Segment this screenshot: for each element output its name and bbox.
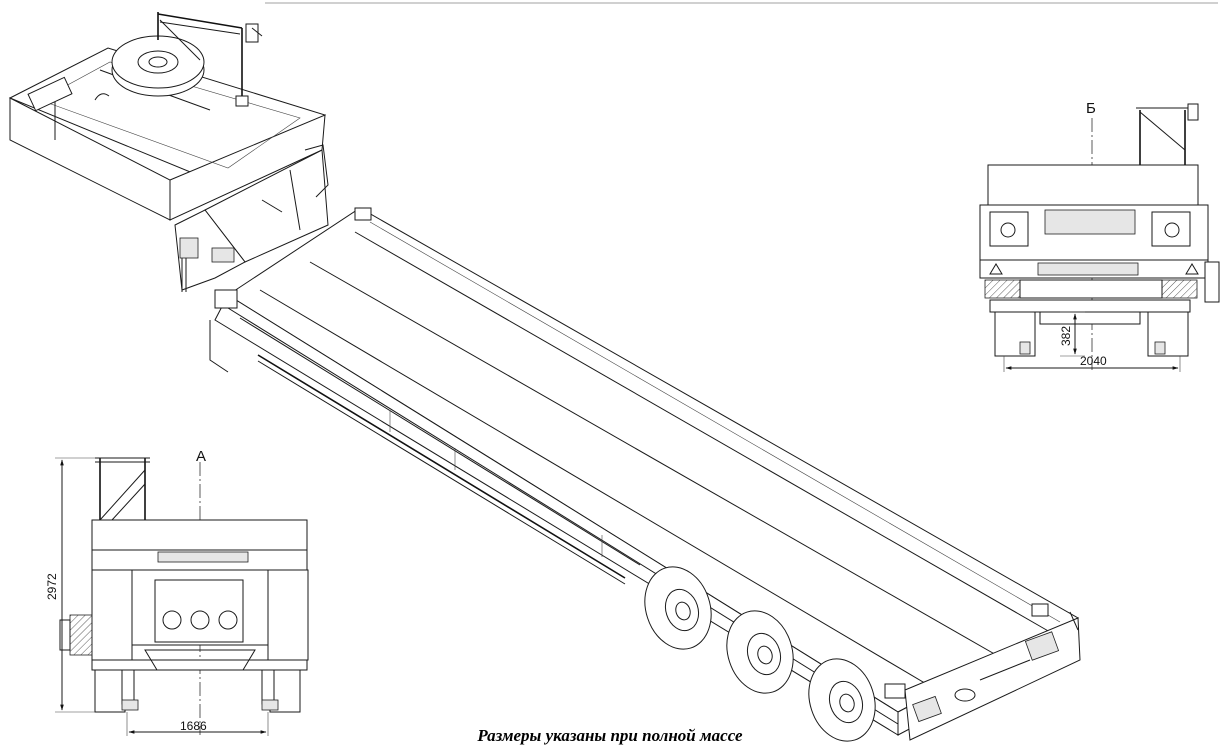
dim-front-track: 2040	[1080, 354, 1107, 368]
front-view-b: Б 2040 382	[979, 100, 1220, 372]
rear-view-a: А 2972 1686	[45, 448, 309, 736]
wheel-1	[644, 566, 712, 650]
dim-ground-clearance: 382	[1059, 326, 1073, 346]
wheel-set-isometric	[644, 566, 876, 742]
spare-wheel	[111, 35, 205, 97]
trailer-isometric-view	[8, 12, 1081, 742]
wheel-3	[808, 658, 876, 742]
spare-wheel-crane	[157, 12, 263, 107]
dim-rear-track: 1686	[180, 719, 207, 733]
drawing-caption: Размеры указаны при полной массе	[477, 726, 743, 745]
trailer-rear-end	[904, 611, 1081, 741]
dim-total-height: 2972	[45, 573, 59, 600]
rear-view-label: А	[196, 448, 206, 465]
wheel-2	[726, 610, 794, 694]
trailer-deck	[209, 207, 1080, 736]
front-view-label: Б	[1086, 100, 1096, 117]
gooseneck-box	[8, 12, 329, 292]
